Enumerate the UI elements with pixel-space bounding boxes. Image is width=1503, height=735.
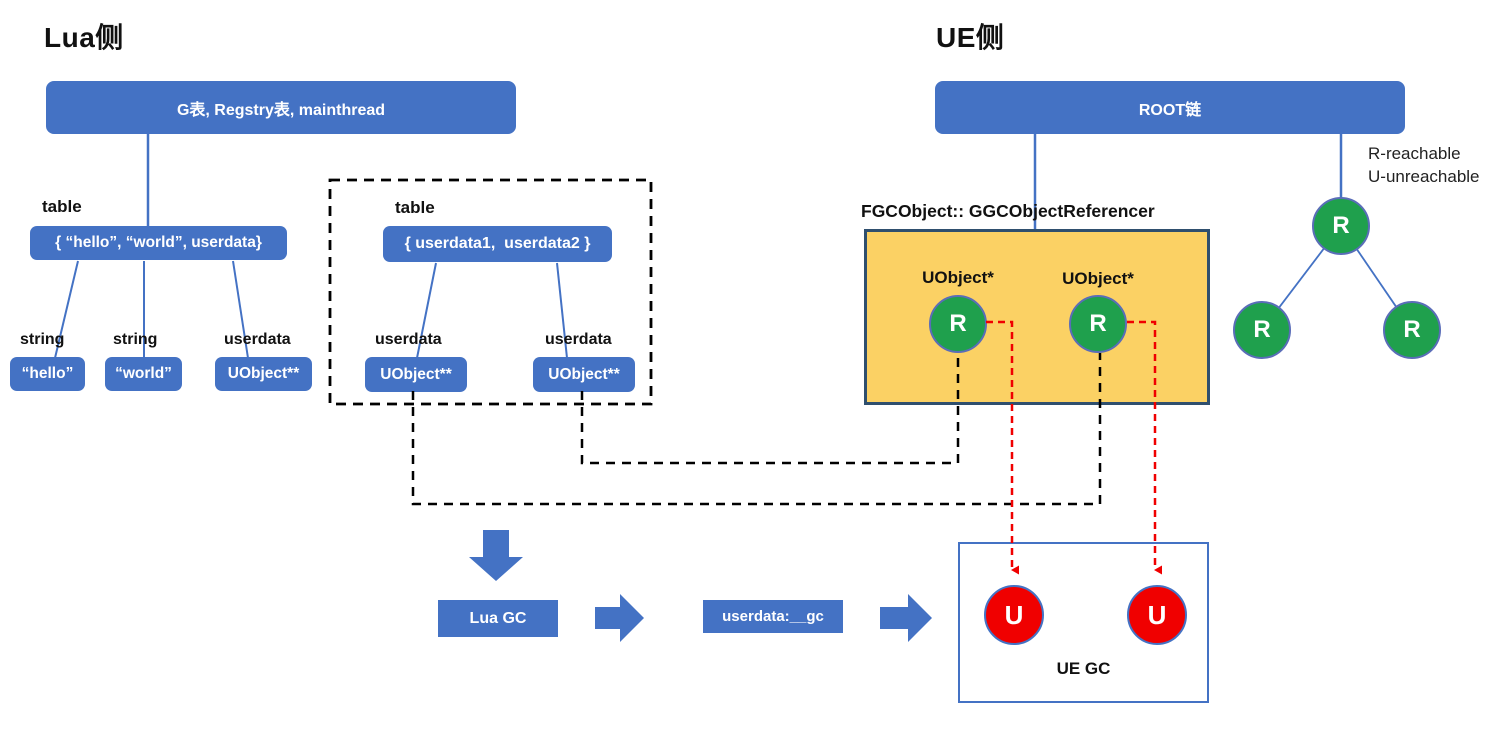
right-block-arrow-1 xyxy=(595,594,644,642)
lua-side-heading: Lua侧 xyxy=(44,22,124,53)
unreachable-object-node-1: U xyxy=(984,585,1044,645)
table1-value-box: { “hello”, “world”, userdata} xyxy=(30,226,287,260)
tree-root-node: R xyxy=(1312,197,1370,255)
leaf3-value-box: UObject** xyxy=(215,357,312,391)
unreachable-object-node-2: U xyxy=(1127,585,1187,645)
lua-root-set-box: G表, Regstry表, mainthread xyxy=(46,81,516,134)
gc-object-referencer-title: FGCObject:: GGCObjectReferencer xyxy=(861,201,1155,221)
leaf1-type-label: string xyxy=(20,331,65,348)
tree-child-node-2: R xyxy=(1383,301,1441,359)
table1-type-label: table xyxy=(42,197,82,216)
leaf5-type-label: userdata xyxy=(545,331,612,348)
ue-side-heading: UE侧 xyxy=(936,22,1005,53)
ue-gc-label: UE GC xyxy=(1056,659,1111,678)
leaf4-type-label: userdata xyxy=(375,331,442,348)
gc-object-referencer-box xyxy=(864,229,1210,405)
down-block-arrow xyxy=(469,530,523,581)
lua-gc-box: Lua GC xyxy=(438,600,558,637)
leaf1-value-box: “hello” xyxy=(10,357,85,391)
right-block-arrow-2 xyxy=(880,594,932,642)
leaf2-type-label: string xyxy=(113,331,158,348)
uobject-ptr-label-2: UObject* xyxy=(1062,269,1134,288)
uobject-ptr-label-1: UObject* xyxy=(922,268,994,287)
leaf5-value-box: UObject** xyxy=(533,357,635,392)
leaf3-type-label: userdata xyxy=(224,331,291,348)
leaf2-value-box: “world” xyxy=(105,357,182,391)
reachable-object-node-1: R xyxy=(929,295,987,353)
tree-child-node-1: R xyxy=(1233,301,1291,359)
leaf4-value-box: UObject** xyxy=(365,357,467,392)
table2-value-box: { userdata1, userdata2 } xyxy=(383,226,612,262)
ue-root-chain-box: ROOT链 xyxy=(935,81,1405,134)
reachability-legend: R-reachable U-unreachable xyxy=(1368,142,1480,188)
table2-type-label: table xyxy=(395,198,435,217)
legend-unreachable: U-unreachable xyxy=(1368,167,1480,186)
userdata-gc-box: userdata:__gc xyxy=(703,600,843,633)
reachable-object-node-2: R xyxy=(1069,295,1127,353)
legend-reachable: R-reachable xyxy=(1368,144,1461,163)
